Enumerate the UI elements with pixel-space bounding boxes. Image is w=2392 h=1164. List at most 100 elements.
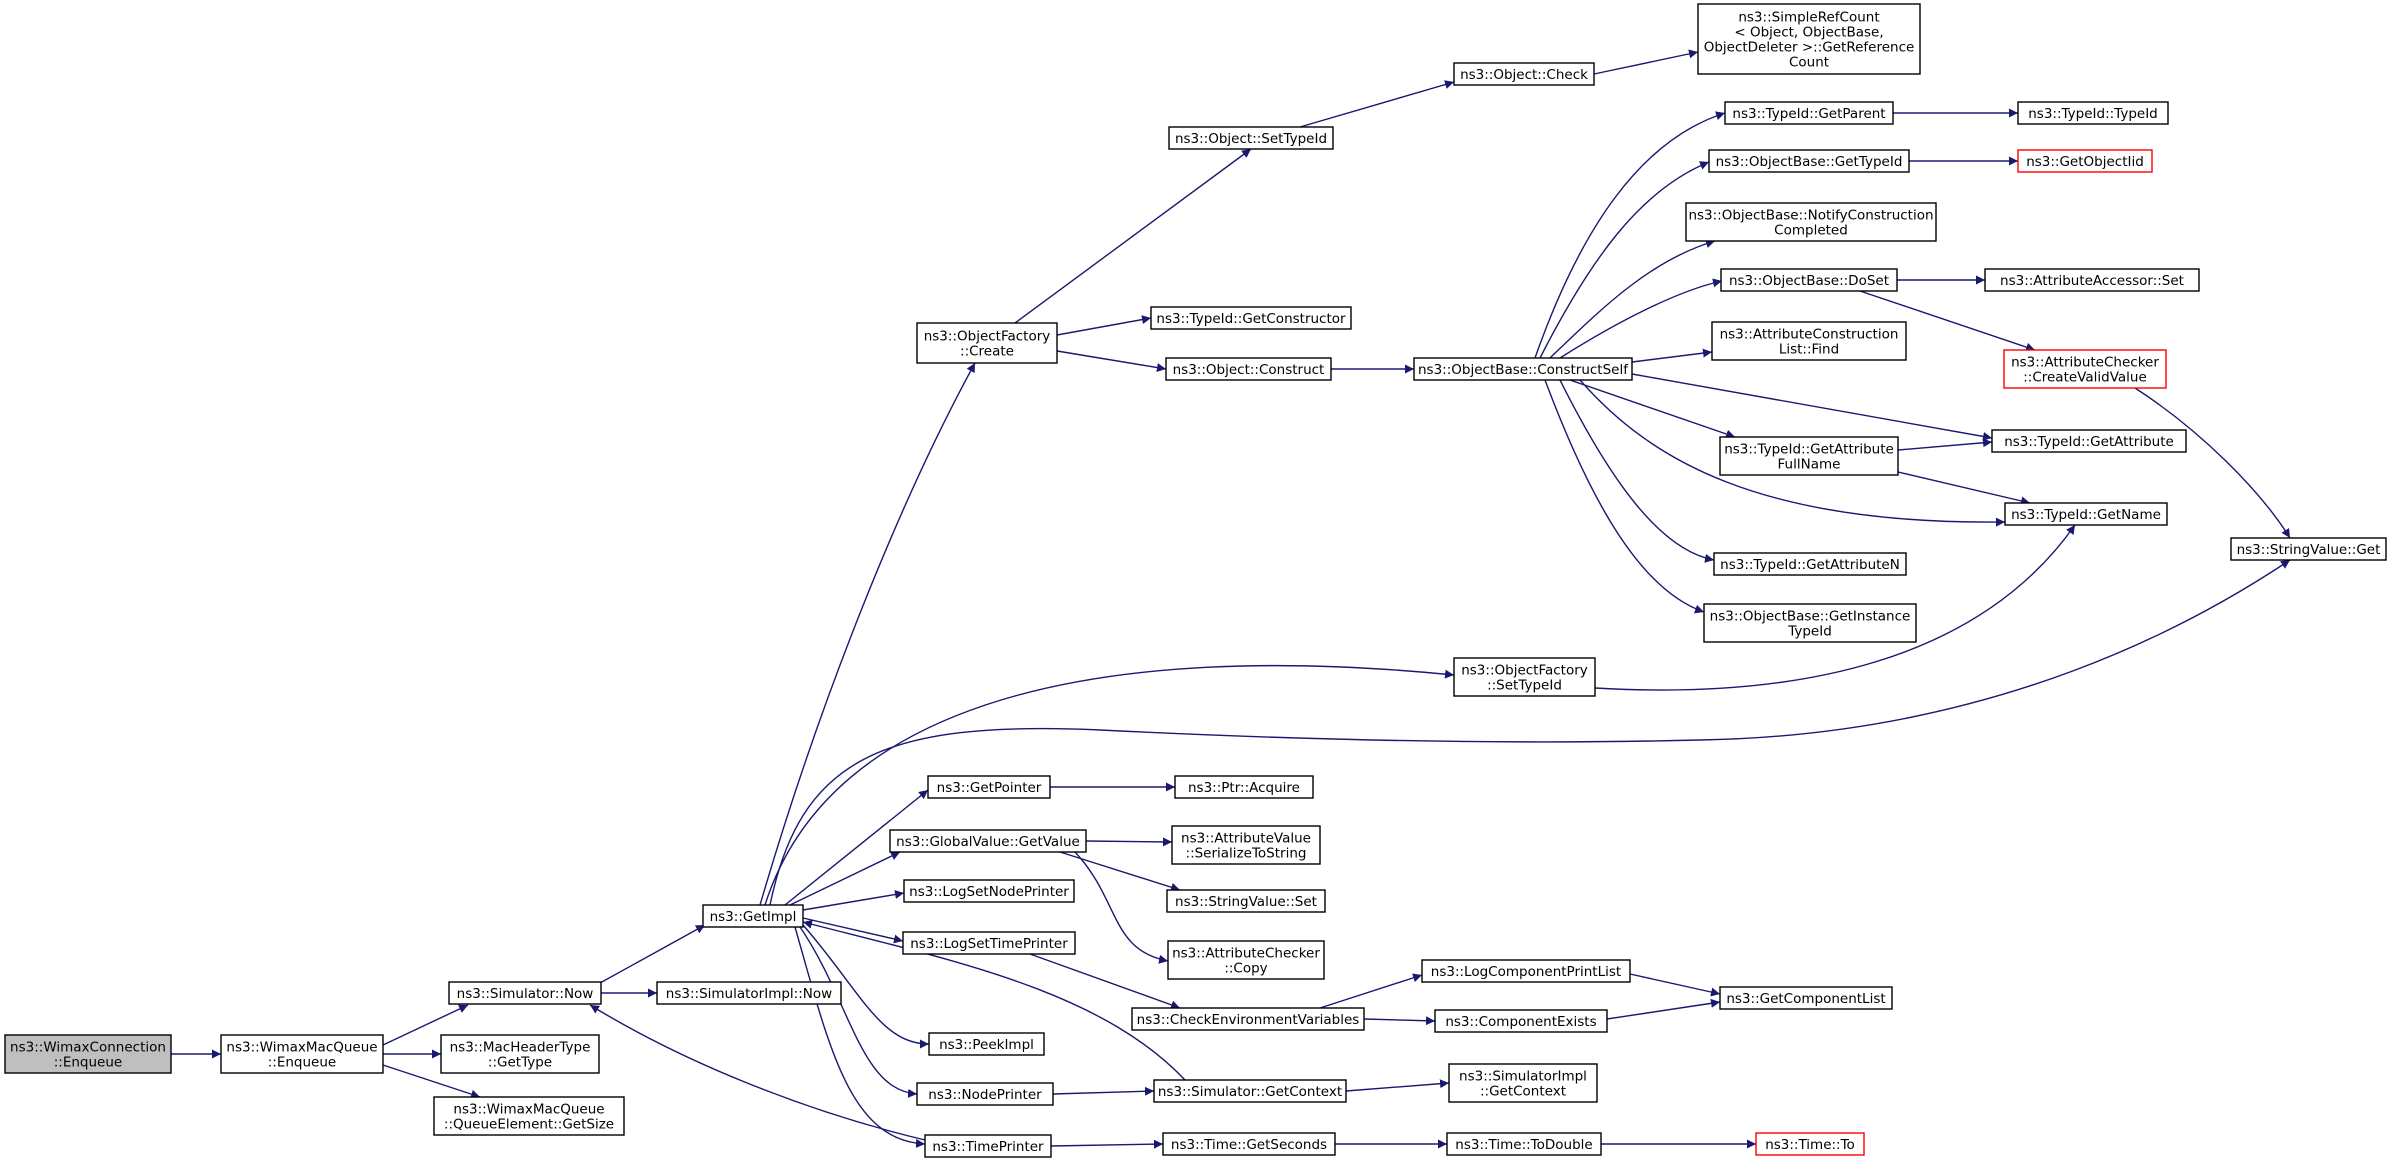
node-label-line: ns3::ComponentExists [1445, 1014, 1596, 1030]
function-node-n31[interactable]: ns3::GetObjectIid [2017, 149, 2153, 173]
function-node-n18[interactable]: ns3::Object::Construct [1165, 357, 1332, 381]
function-node-n16[interactable]: ns3::Object::SetTypeId [1168, 126, 1334, 150]
function-node-n43[interactable]: ns3::ComponentExists [1434, 1009, 1608, 1033]
function-node-n0[interactable]: ns3::WimaxConnection::Enqueue [4, 1034, 172, 1074]
node-box [1167, 940, 1325, 980]
function-node-n17[interactable]: ns3::TypeId::GetConstructor [1150, 306, 1352, 330]
edge-n42-to-n44 [1629, 973, 1721, 997]
node-box [1991, 429, 2187, 453]
node-label-line: ns3::Simulator::GetContext [1158, 1084, 1342, 1100]
function-node-n39[interactable]: ns3::StringValue::Set [1166, 889, 1326, 913]
edge-n12-to-n41 [1029, 953, 1181, 1010]
function-node-n28[interactable]: ns3::TypeId::GetAttributeN [1713, 552, 1907, 576]
node-box [916, 1082, 1054, 1106]
function-node-n32[interactable]: ns3::AttributeAccessor::Set [1984, 268, 2200, 292]
function-nodes: ns3::WimaxConnection::Enqueuens3::WimaxM… [4, 3, 2387, 1158]
node-label-line: Completed [1774, 223, 1848, 239]
function-node-n48[interactable]: ns3::Time::ToDouble [1446, 1132, 1602, 1156]
function-node-n5[interactable]: ns3::GetImpl [702, 904, 804, 928]
edge-n45-to-n46 [1345, 1079, 1450, 1092]
edge-n21-to-n29 [1544, 379, 1705, 614]
function-node-n22[interactable]: ns3::TypeId::GetParent [1724, 101, 1894, 125]
node-label-line: ns3::StringValue::Set [1175, 894, 1317, 910]
function-node-n35[interactable]: ns3::TypeId::GetName [2004, 502, 2168, 526]
node-box [1703, 603, 1917, 643]
function-node-n4[interactable]: ns3::WimaxMacQueue::QueueElement::GetSiz… [433, 1096, 625, 1136]
edge-n10-to-n39 [1059, 851, 1181, 892]
function-node-n30[interactable]: ns3::TypeId::TypeId [2017, 101, 2169, 125]
function-node-n14[interactable]: ns3::NodePrinter [916, 1082, 1054, 1106]
function-node-n49[interactable]: ns3::Time::To [1755, 1132, 1865, 1156]
node-label-line: ns3::TypeId::GetName [2011, 507, 2161, 523]
function-node-n24[interactable]: ns3::ObjectBase::NotifyConstructionCompl… [1685, 202, 1937, 242]
function-node-n40[interactable]: ns3::AttributeChecker::Copy [1167, 940, 1325, 980]
function-node-n42[interactable]: ns3::LogComponentPrintList [1421, 959, 1631, 983]
edge-n5-to-n14 [799, 926, 918, 1098]
function-node-n33[interactable]: ns3::AttributeChecker::CreateValidValue [2003, 349, 2167, 389]
edge-n5-to-n15 [794, 926, 926, 1149]
function-node-n2[interactable]: ns3::Simulator::Now [448, 981, 602, 1005]
function-node-n34[interactable]: ns3::TypeId::GetAttribute [1991, 429, 2187, 453]
node-label-line: ns3::TypeId::GetConstructor [1156, 311, 1346, 327]
node-box [1131, 1007, 1365, 1031]
node-label-line: ns3::ObjectBase::GetInstance [1710, 609, 1911, 625]
function-node-n11[interactable]: ns3::LogSetNodePrinter [903, 879, 1075, 903]
function-node-n41[interactable]: ns3::CheckEnvironmentVariables [1131, 1007, 1365, 1031]
node-label-line: < Object, ObjectBase, [1734, 25, 1883, 41]
node-box [2004, 502, 2168, 526]
edge-n21-to-n26 [1631, 348, 1713, 363]
edge-n45-to-n5 [802, 919, 1186, 1081]
node-box [702, 904, 804, 928]
node-label-line: ns3::Ptr::Acquire [1188, 780, 1300, 796]
function-node-n3[interactable]: ns3::MacHeaderType::GetType [440, 1034, 600, 1074]
node-box [1453, 657, 1596, 697]
function-node-n37[interactable]: ns3::Ptr::Acquire [1174, 775, 1314, 799]
function-node-n45[interactable]: ns3::Simulator::GetContext [1153, 1079, 1347, 1103]
node-label-line: ::SetTypeId [1487, 678, 1562, 694]
node-box [1166, 889, 1326, 913]
node-label-line: ns3::Object::SetTypeId [1175, 131, 1327, 147]
function-node-n12[interactable]: ns3::LogSetTimePrinter [902, 931, 1076, 955]
node-label-line: ns3::TypeId::TypeId [2028, 106, 2158, 122]
function-node-n47[interactable]: ns3::Time::GetSeconds [1162, 1132, 1336, 1156]
function-node-n46[interactable]: ns3::SimulatorImpl::GetContext [1448, 1063, 1598, 1103]
edge-n21-to-n23 [1539, 161, 1710, 359]
function-node-n44[interactable]: ns3::GetComponentList [1719, 986, 1893, 1010]
edge-n16-to-n19 [1299, 80, 1455, 128]
node-label-line: ns3::ObjectFactory [924, 329, 1051, 345]
node-box [1453, 62, 1595, 86]
function-node-n13[interactable]: ns3::PeekImpl [928, 1032, 1045, 1056]
function-node-n6[interactable]: ns3::SimulatorImpl::Now [656, 981, 842, 1005]
function-node-n8[interactable]: ns3::ObjectFactory::SetTypeId [1453, 657, 1596, 697]
node-box [903, 879, 1075, 903]
node-label-line: ns3::LogComponentPrintList [1431, 964, 1621, 980]
function-node-n23[interactable]: ns3::ObjectBase::GetTypeId [1708, 149, 1910, 173]
node-label-line: ns3::SimulatorImpl [1459, 1069, 1587, 1085]
function-node-n19[interactable]: ns3::Object::Check [1453, 62, 1595, 86]
node-label-line: ns3::AttributeConstruction [1720, 327, 1899, 343]
node-label-line: ns3::WimaxConnection [10, 1040, 166, 1056]
function-node-n1[interactable]: ns3::WimaxMacQueue::Enqueue [220, 1034, 384, 1074]
function-node-n21[interactable]: ns3::ObjectBase::ConstructSelf [1413, 357, 1633, 381]
function-node-n36[interactable]: ns3::StringValue::Get [2230, 537, 2387, 561]
function-node-n20[interactable]: ns3::SimpleRefCount< Object, ObjectBase,… [1697, 3, 1921, 75]
node-box [916, 322, 1058, 364]
node-label-line: ns3::CheckEnvironmentVariables [1137, 1012, 1360, 1028]
node-box [1413, 357, 1633, 381]
function-node-n10[interactable]: ns3::GlobalValue::GetValue [889, 829, 1087, 853]
node-label-line: List::Find [1779, 342, 1839, 358]
node-box [448, 981, 602, 1005]
node-label-line: ::GetContext [1480, 1084, 1566, 1100]
function-node-n7[interactable]: ns3::ObjectFactory::Create [916, 322, 1058, 364]
node-box [2017, 101, 2169, 125]
function-node-n9[interactable]: ns3::GetPointer [927, 775, 1051, 799]
edge-n10-to-n38 [1085, 837, 1173, 847]
edge-n5-to-n8 [764, 664, 1455, 906]
function-node-n25[interactable]: ns3::ObjectBase::DoSet [1720, 268, 1898, 292]
node-label-line: ns3::MacHeaderType [450, 1040, 591, 1056]
function-node-n38[interactable]: ns3::AttributeValue::SerializeToString [1171, 825, 1321, 865]
function-node-n15[interactable]: ns3::TimePrinter [924, 1134, 1052, 1158]
